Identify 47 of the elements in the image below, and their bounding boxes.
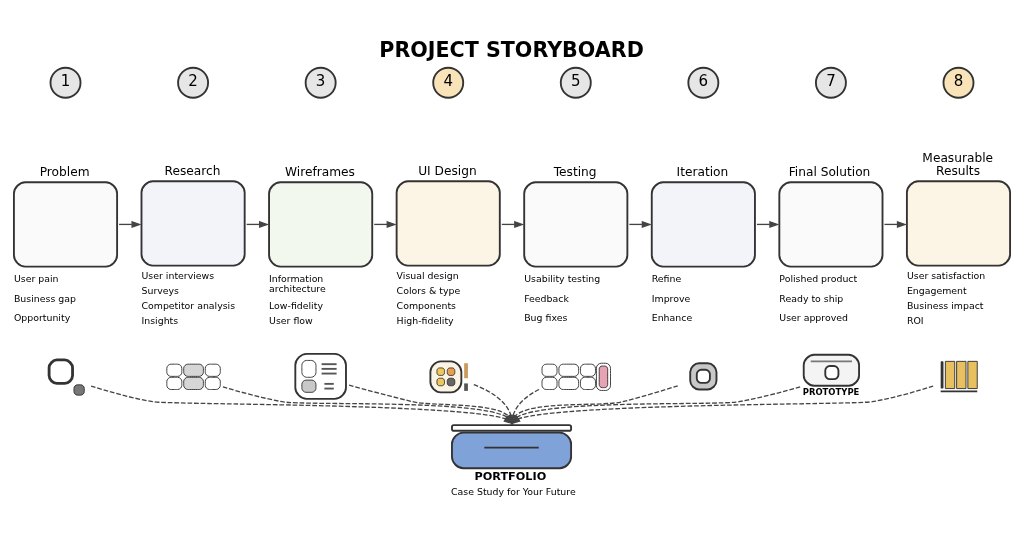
node-label: Problem — [39, 164, 90, 179]
node-label: UI Design — [418, 163, 477, 178]
node-label: PORTFOLIO — [474, 469, 547, 483]
node-label: User satisfaction — [906, 269, 986, 281]
node-label: Feedback — [524, 292, 569, 304]
node-label: User pain — [13, 272, 59, 284]
node-circle: 8 — [942, 66, 975, 99]
node-label: User flow — [269, 314, 313, 326]
node-label: Refine — [651, 272, 682, 284]
node-label: Colors & type — [396, 284, 461, 296]
node-label: Case Study for Your Future — [451, 485, 576, 497]
node-label: ROI — [906, 314, 924, 326]
node-circle: 7 — [814, 66, 847, 99]
node-label: Testing — [553, 164, 597, 179]
node-label: Wireframes — [285, 164, 355, 179]
node-label: Final Solution — [788, 164, 871, 179]
node-label: Competitor analysis — [141, 299, 236, 311]
node-label: Surveys — [141, 284, 179, 296]
node-circle: 5 — [559, 66, 592, 99]
node-label: Insights — [141, 314, 179, 326]
node-label: User interviews — [141, 269, 215, 281]
node-label: Usability testing — [524, 272, 601, 284]
node-label: Engagement — [906, 284, 967, 296]
node-circle: 6 — [687, 66, 720, 99]
diagram-title: PROJECT STORYBOARD — [379, 37, 644, 62]
node-label: Polished product — [779, 272, 858, 284]
node-label: Enhance — [651, 311, 693, 323]
node-circle: 1 — [49, 66, 82, 99]
node-label: Information architecture — [269, 272, 326, 294]
node-circle: 3 — [304, 66, 337, 99]
node-label: Visual design — [396, 269, 459, 281]
node-label: PROTOTYPE — [802, 386, 860, 397]
node-label: Improve — [651, 292, 691, 304]
node-label: Low-fidelity — [269, 299, 323, 311]
node-label: User approved — [779, 311, 848, 323]
node-circle: 2 — [177, 66, 210, 99]
node-label: Iteration — [676, 164, 729, 179]
node-label: Ready to ship — [779, 292, 844, 304]
node-label: High-fidelity — [396, 314, 454, 326]
node-label: Components — [396, 299, 456, 311]
node-label: Business gap — [13, 292, 76, 304]
node-label: Business impact — [906, 299, 984, 311]
node-label: Research — [164, 163, 221, 178]
node-circle: 4 — [432, 66, 465, 99]
node-label: Opportunity — [13, 311, 71, 323]
node-label: Measurable Results — [922, 150, 994, 178]
node-label: Bug fixes — [524, 311, 568, 323]
